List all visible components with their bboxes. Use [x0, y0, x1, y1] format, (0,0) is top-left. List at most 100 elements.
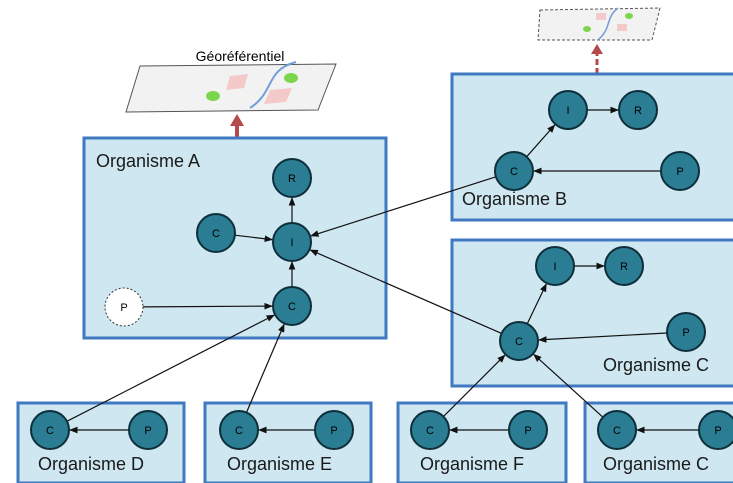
- node-label: C: [426, 425, 434, 437]
- georeferential-map: Géoréférentiel: [125, 48, 337, 113]
- organism-box-b: [450, 72, 733, 222]
- node-a_p: P: [104, 287, 144, 327]
- map-vegetation: [284, 73, 298, 83]
- edge-g_c-to-a_i: [309, 249, 502, 334]
- node-label: P: [120, 302, 127, 314]
- node-d_c: C: [30, 410, 70, 450]
- node-b_r: R: [618, 90, 658, 130]
- organism-label: Organisme C: [603, 454, 709, 474]
- node-label: C: [613, 425, 621, 437]
- node-b_p: P: [660, 151, 700, 191]
- node-circle: [660, 151, 700, 191]
- node-circle: [314, 410, 354, 450]
- node-circle: [104, 287, 144, 327]
- node-label: C: [515, 336, 523, 348]
- node-circle: [666, 312, 706, 352]
- edge-a_p-to-a_c2: [142, 302, 273, 310]
- map-vegetation: [583, 26, 591, 32]
- node-g_r: R: [604, 246, 644, 286]
- map-vegetation: [625, 13, 633, 19]
- node-label: P: [524, 425, 531, 437]
- georeferential-map-small: [537, 7, 661, 41]
- node-f_c: C: [410, 410, 450, 450]
- organism-label: Organisme B: [462, 189, 567, 209]
- node-circle: [604, 246, 644, 286]
- node-label: C: [235, 425, 243, 437]
- organism-label: Organisme A: [96, 151, 200, 171]
- node-circle: [508, 410, 548, 450]
- organism-label: Organisme E: [227, 454, 332, 474]
- node-g_p: P: [666, 312, 706, 352]
- node-a_i: I: [272, 222, 312, 262]
- node-circle: [272, 286, 312, 326]
- node-e_c: C: [219, 410, 259, 450]
- node-b_c: C: [494, 151, 534, 191]
- node-circle: [128, 410, 168, 450]
- node-label: R: [634, 105, 642, 117]
- edge-e_c-to-a_c2: [245, 323, 285, 413]
- node-label: P: [682, 327, 689, 339]
- node-label: C: [212, 228, 220, 240]
- node-circle: [272, 158, 312, 198]
- node-circle: [494, 151, 534, 191]
- node-circle: [535, 246, 575, 286]
- node-label: C: [510, 166, 518, 178]
- node-a_r: R: [272, 158, 312, 198]
- node-d_p: P: [128, 410, 168, 450]
- edge-a_c1-to-a_i: [234, 234, 273, 243]
- map-river: [249, 61, 297, 109]
- node-circle: [30, 410, 70, 450]
- node-label: P: [714, 425, 721, 437]
- map-plane-small: [537, 7, 661, 41]
- edge-b_c-to-a_i: [310, 176, 497, 237]
- node-h_c: C: [597, 410, 637, 450]
- node-circle: [499, 321, 539, 361]
- map-parcel: [264, 88, 292, 104]
- map-vegetation: [206, 91, 220, 101]
- node-g_i: I: [535, 246, 575, 286]
- node-circle: [597, 410, 637, 450]
- edge-g_c-to-g_i: [526, 283, 547, 325]
- node-circle: [196, 213, 236, 253]
- georeferential-title: Géoréférentiel: [196, 48, 285, 64]
- node-circle: [698, 410, 733, 450]
- upload-arrow-head-small: [591, 44, 603, 54]
- map-parcel: [596, 13, 606, 20]
- edge-g_p-to-g_c: [538, 332, 668, 343]
- organism-label: Organisme D: [38, 454, 144, 474]
- upload-arrow-head: [230, 114, 244, 126]
- edges: [66, 106, 699, 434]
- node-label: I: [566, 105, 569, 117]
- node-h_p: P: [698, 410, 733, 450]
- node-label: P: [676, 166, 683, 178]
- node-label: I: [290, 237, 293, 249]
- node-label: I: [553, 261, 556, 273]
- map-parcel: [617, 24, 627, 31]
- node-circle: [618, 90, 658, 130]
- organism-label: Organisme F: [420, 454, 524, 474]
- node-label: P: [144, 425, 151, 437]
- node-f_p: P: [508, 410, 548, 450]
- edge-h_c-to-g_c: [533, 353, 604, 418]
- edge-d_c-to-a_c2: [66, 314, 275, 422]
- node-label: P: [330, 425, 337, 437]
- edge-f_c-to-g_c: [442, 354, 506, 418]
- node-e_p: P: [314, 410, 354, 450]
- node-a_c1: C: [196, 213, 236, 253]
- node-circle: [272, 222, 312, 262]
- organism-label: Organisme C: [603, 355, 709, 375]
- edge-b_c-to-b_i: [526, 124, 556, 158]
- node-label: R: [288, 173, 296, 185]
- node-label: R: [620, 261, 628, 273]
- node-g_c: C: [499, 321, 539, 361]
- map-river: [597, 7, 619, 41]
- node-b_i: I: [548, 90, 588, 130]
- nodes: R C I P C I R C P I R C P C P C P C P C P: [30, 90, 733, 450]
- node-circle: [410, 410, 450, 450]
- node-circle: [548, 90, 588, 130]
- node-circle: [219, 410, 259, 450]
- node-a_c2: C: [272, 286, 312, 326]
- node-label: C: [288, 301, 296, 313]
- map-parcel: [226, 74, 248, 90]
